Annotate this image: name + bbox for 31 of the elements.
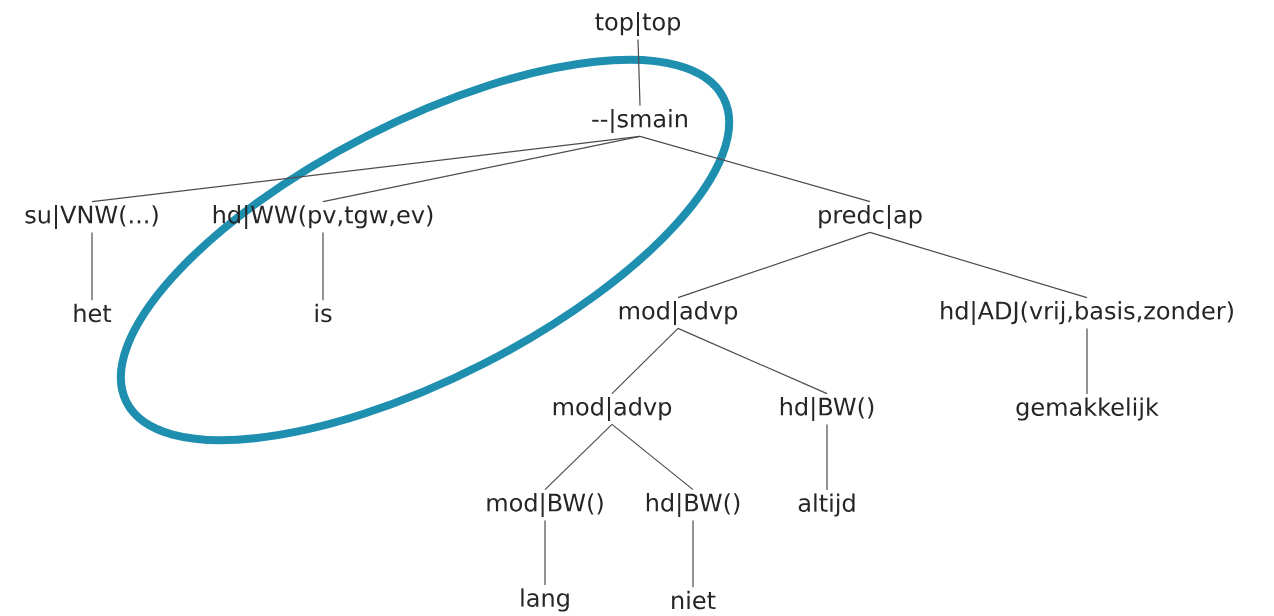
tree-branch [1086,327,1088,395]
tree-branch [639,135,871,203]
tree-label: su|VNW(...) [25,205,158,229]
tree-branch [611,327,679,395]
tree-branch [611,423,694,491]
tree-label: lang [521,588,569,612]
tree-label: hd|BW() [780,397,874,421]
tree-label: gemakkelijk [1016,397,1159,421]
tree-branch [869,231,1088,299]
tree-branch [544,519,546,586]
tree-branch [692,519,694,588]
tree-branch [322,135,641,203]
tree-label: predc|ap [819,205,922,229]
tree-label: mod|advp [619,301,738,325]
tree-label: top|top [595,12,681,36]
tree-branch [91,231,93,301]
tree-label: mod|BW() [487,493,603,517]
tree-branch [677,327,828,395]
tree-label: hd|ADJ(vrij,basis,zonder) [941,301,1233,325]
tree-label: --|smain [592,109,687,133]
tree-label: mod|advp [553,397,672,421]
tree-branch [322,231,324,301]
tree-label: niet [672,590,716,610]
tree-branch [826,423,828,491]
tree-label: het [74,303,112,323]
tree-branch [677,231,871,299]
tree-branch [637,38,641,107]
tree-label: altijd [798,493,855,517]
tree-label: is [315,303,332,323]
tree-label: hd|BW() [646,493,740,517]
tree-branch [544,423,613,491]
